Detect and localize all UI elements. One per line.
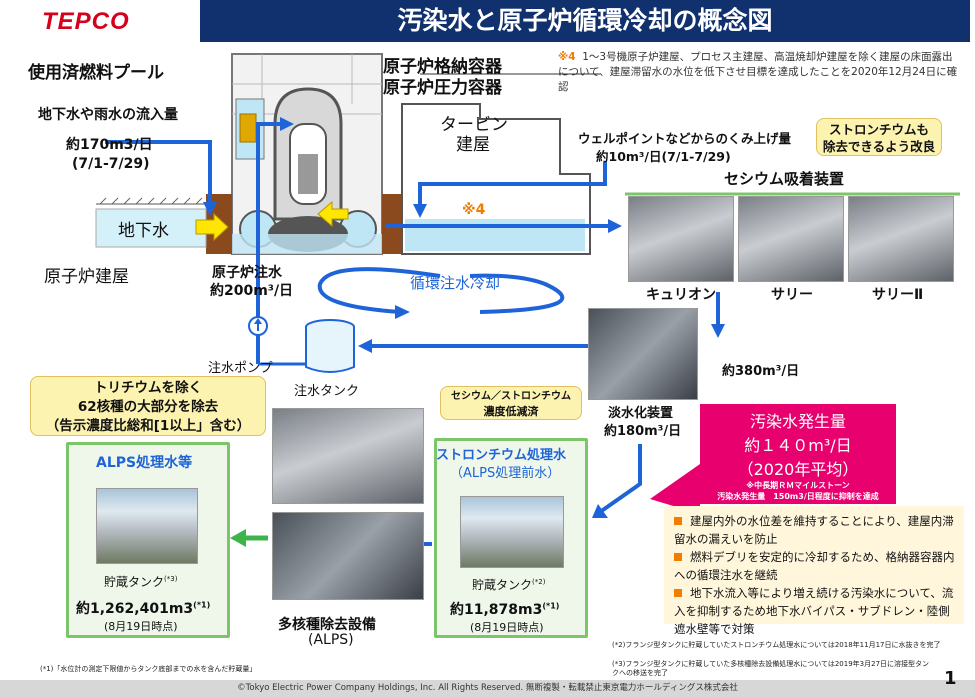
turbine-building-shape <box>401 103 591 255</box>
water-generation-box: 汚染水発生量 約１４０m³/日 （2020年平均） ※中長期ＲＭマイルストーン … <box>700 404 896 504</box>
tritium-badge: トリチウムを除く 62核種の大部分を除去 （告示濃度比総和[1以上」含む） <box>30 376 266 436</box>
injection-amount: 約200m³/日 <box>210 283 294 299</box>
sarry2-photo <box>848 196 954 282</box>
note4-mark-in-diagram: ※4 <box>462 202 486 218</box>
footnote-3: (*3)フランジ型タンクに貯蔵していた多核種除去設備処理水については2019年3… <box>612 660 930 677</box>
sarry-photo <box>738 196 844 282</box>
note4-mark: ※4 <box>558 51 576 63</box>
inflow-title: 地下水や雨水の流入量 <box>38 107 178 123</box>
sarry2-label: サリーⅡ <box>872 287 924 303</box>
cs-sr-badge: セシウム／ストロンチウム 濃度低減済 <box>440 386 582 420</box>
alps-treated-volume: 約1,262,401m3(*1) <box>76 600 211 617</box>
kurion-label: キュリオン <box>646 287 716 303</box>
generation-sub1: ※中長期ＲＭマイルストーン <box>746 481 850 490</box>
reactor-building-label: 原子炉建屋 <box>44 267 129 287</box>
generation-sub2: 汚染水発生量 150m3/日程度に抑制を達成 <box>717 492 879 501</box>
tepco-logo: TEPCO <box>42 8 130 35</box>
sr-treated-date: (8月19日時点) <box>470 621 544 634</box>
alps-treated-tank-photo <box>96 488 198 564</box>
injection-title: 原子炉注水 <box>212 265 282 281</box>
wellpoint-amount: 約10m³/日(7/1-7/29) <box>596 149 731 164</box>
flow-diagram <box>95 53 960 551</box>
rpv-label: 原子炉圧力容器 <box>383 78 502 98</box>
groundwater-shape <box>95 208 207 248</box>
alps-facility-photo <box>272 408 424 504</box>
sr-treated-volume: 約11,878m3(*1) <box>450 601 560 618</box>
sarry-label: サリー <box>771 287 813 303</box>
bullet-item: 地下水流入等により増え続ける汚染水について、流入を抑制するため地下水バイパス・サ… <box>674 586 954 636</box>
pcv-label: 原子炉格納容器 <box>383 57 502 77</box>
inflow-amount: 約170m3/日 <box>66 137 153 153</box>
note4-text: ※4 1～3号機原子炉建屋、プロセス主建屋、高温焼却炉建屋を除く建屋の床面露出に… <box>558 51 958 93</box>
generation-title: 汚染水発生量 <box>749 412 846 431</box>
alps-treated-tank-label: 貯蔵タンク(*3) <box>104 575 178 589</box>
circulation-label: 循環注水冷却 <box>410 274 501 292</box>
sr-treated-tank-label: 貯蔵タンク(*2) <box>472 578 546 592</box>
tank-label: 注水タンク <box>294 384 360 399</box>
alps-treated-frame <box>66 442 230 638</box>
desal-photo <box>588 308 698 400</box>
desal-title: 淡水化装置 <box>608 406 674 421</box>
cesium-title: セシウム吸着装置 <box>724 170 845 188</box>
groundwater-label: 地下水 <box>118 221 169 241</box>
strontium-badge: ストロンチウムも 除去できるよう改良 <box>816 118 942 156</box>
inflow-period: (7/1-7/29) <box>72 156 150 172</box>
alps-treated-date: (8月19日時点) <box>104 620 178 633</box>
turbine-label-2: 建屋 <box>456 135 490 155</box>
bullet-item: 建屋内外の水位差を維持することにより、建屋内滞留水の漏えいを防止 <box>674 514 954 546</box>
spent-fuel-pool-label: 使用済燃料プール <box>28 63 164 83</box>
sr-treated-sub: （ALPS処理前水） <box>450 466 561 481</box>
desal-inflow-amount: 約380m³/日 <box>722 364 800 379</box>
bullet-item: 燃料デブリを安定的に冷却するため、格納器容器内への循環注水を継続 <box>674 550 955 582</box>
sr-treated-title: ストロンチウム処理水 <box>436 448 567 463</box>
footnote-2: (*2)フランジ型タンクに貯蔵していたストロンチウム処理水については2018年1… <box>612 641 941 649</box>
alps-abbr: (ALPS) <box>308 632 354 648</box>
page-number: 1 <box>944 668 957 689</box>
footnote-1: (*1)「水位計の測定下限値からタンク底部までの水を含んだ貯蔵量」 <box>40 665 257 673</box>
bullet-panel: 建屋内外の水位差を維持することにより、建屋内滞留水の漏えいを防止 燃料デブリを安… <box>664 506 964 636</box>
alps-title: 多核種除去設備 <box>278 617 376 633</box>
alps-treated-title: ALPS処理水等 <box>96 455 193 471</box>
wellpoint-title: ウェルポイントなどからのくみ上げ量 <box>578 131 792 146</box>
alps-equipment-photo <box>272 512 424 600</box>
generation-amount: 約１４０m³/日 <box>744 436 852 455</box>
generation-year: （2020年平均） <box>737 460 859 479</box>
footer-copyright: ©Tokyo Electric Power Company Holdings, … <box>0 680 975 697</box>
page-title: 汚染水と原子炉循環冷却の概念図 <box>200 0 970 42</box>
injection-tank-shape <box>305 327 355 373</box>
pump-label: 注水ポンプ <box>208 361 273 376</box>
kurion-photo <box>628 196 734 282</box>
desal-amount: 約180m³/日 <box>604 424 682 439</box>
sr-treated-tank-photo <box>460 496 564 568</box>
turbine-label-1: タービン <box>440 115 508 135</box>
